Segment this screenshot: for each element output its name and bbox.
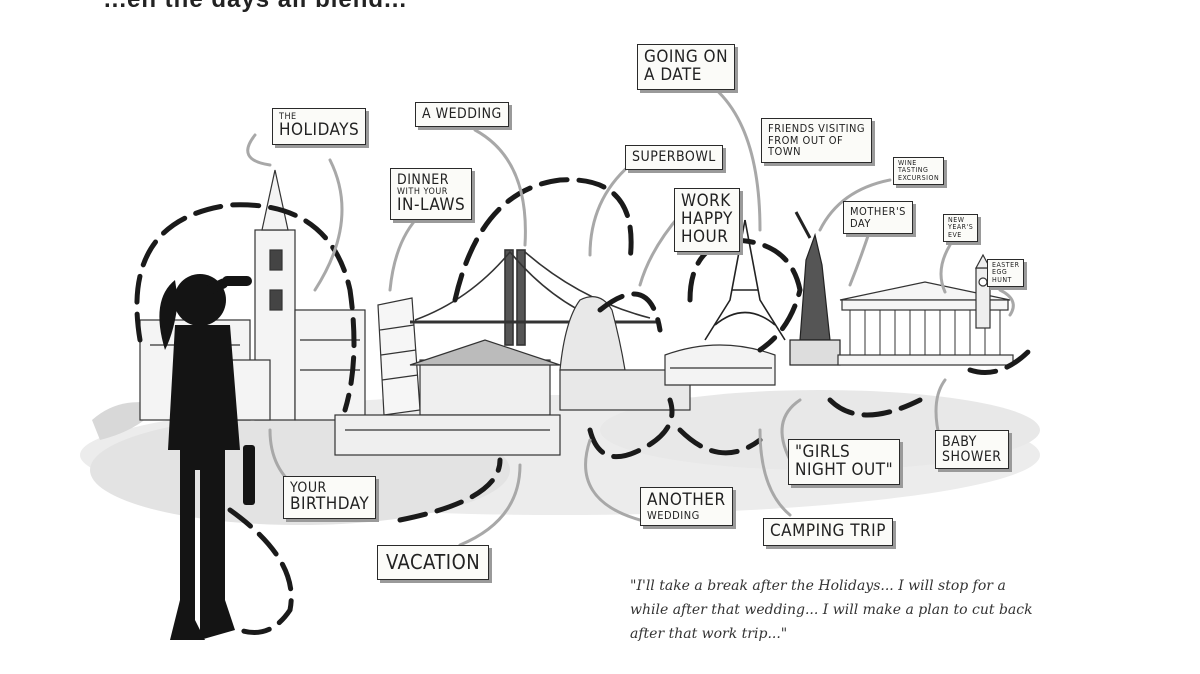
label-easter-egg-hunt-line3: HUNT <box>992 275 1012 284</box>
label-mothers-day: MOTHER'S DAY <box>843 201 913 235</box>
label-new-years-eve-line2: YEAR'S <box>948 223 974 232</box>
label-work-happy-hour-line2: HAPPY <box>681 208 733 229</box>
label-friends-visiting-line2: FROM OUT OF <box>768 133 844 147</box>
label-holidays-small: THE <box>279 112 297 122</box>
label-girls-night-out-line2: NIGHT OUT" <box>795 459 894 480</box>
label-wine-tasting-line2: TASTING <box>898 166 929 175</box>
label-holidays-big: HOLIDAYS <box>279 120 360 141</box>
label-going-on-date: GOING ON A DATE <box>637 44 736 90</box>
label-going-on-date-line1: GOING ON <box>644 47 729 67</box>
label-dinner-line2: WITH YOUR <box>397 186 448 197</box>
label-new-years-eve-line3: EVE <box>948 230 962 239</box>
label-a-wedding-text: A WEDDING <box>422 106 502 122</box>
label-another-wedding-line2: WEDDING <box>647 508 700 522</box>
label-superbowl-text: SUPERBOWL <box>632 149 716 165</box>
bridge-icon <box>410 249 660 346</box>
label-new-years-eve-line1: NEW <box>948 216 965 224</box>
label-your-birthday-line2: BIRTHDAY <box>290 493 370 514</box>
label-dinner-line1: DINNER <box>397 172 449 188</box>
label-going-on-date-line2: A DATE <box>644 64 702 85</box>
parthenon-icon <box>837 281 1014 366</box>
label-friends-visiting-line1: FRIENDS VISITING <box>768 122 866 135</box>
label-easter-egg-hunt-line2: EGG <box>992 268 1008 277</box>
label-girls-night-out-line1: "GIRLS <box>795 442 851 462</box>
label-new-years-eve: NEW YEAR'S EVE <box>943 214 979 243</box>
label-baby-shower-line2: SHOWER <box>942 448 1002 465</box>
label-a-wedding: A WEDDING <box>415 102 509 127</box>
dashed-path <box>134 177 1033 635</box>
label-work-happy-hour: WORK HAPPY HOUR <box>674 188 740 252</box>
leaning-tower-icon <box>377 297 421 416</box>
label-friends-visiting-line3: TOWN <box>768 145 802 159</box>
clock-tower-icon <box>974 253 992 329</box>
label-baby-shower-line1: BABY <box>942 434 977 450</box>
label-dinner: DINNER WITH YOUR IN-LAWS <box>390 168 473 220</box>
label-vacation-text: VACATION <box>386 550 481 574</box>
label-wine-tasting: WINE TASTING EXCURSION <box>893 157 945 186</box>
quote-text: "I'll take a break after the Holidays...… <box>630 578 1033 642</box>
label-vacation: VACATION <box>377 545 490 580</box>
label-work-happy-hour-line3: HOUR <box>681 226 729 247</box>
sphinx-icon <box>559 296 691 411</box>
label-dinner-line3: IN-LAWS <box>397 195 466 216</box>
colosseum-icon <box>664 344 776 386</box>
label-friends-visiting: FRIENDS VISITING FROM OUT OF TOWN <box>761 118 873 163</box>
label-holidays: THE HOLIDAYS <box>272 108 367 146</box>
label-mothers-day-line1: MOTHER'S <box>850 205 906 218</box>
label-wine-tasting-line1: WINE <box>898 159 917 167</box>
label-baby-shower: BABY SHOWER <box>935 430 1009 470</box>
label-wine-tasting-line3: EXCURSION <box>898 173 940 182</box>
label-work-happy-hour-line1: WORK <box>681 191 731 211</box>
eiffel-tower-icon <box>704 219 786 341</box>
statue-of-liberty-icon <box>789 211 841 366</box>
label-another-wedding-line1: ANOTHER <box>647 490 726 510</box>
label-easter-egg-hunt: EASTER EGG HUNT <box>987 259 1025 288</box>
label-mothers-day-line2: DAY <box>850 216 871 230</box>
label-your-birthday: YOUR BIRTHDAY <box>283 476 377 519</box>
pagoda-fortress <box>334 339 561 456</box>
heading-fragment: ...en the days all blend... <box>104 0 407 14</box>
label-your-birthday-line1: YOUR <box>290 480 327 496</box>
label-easter-egg-hunt-line1: EASTER <box>992 261 1020 269</box>
label-superbowl: SUPERBOWL <box>625 145 723 170</box>
label-another-wedding: ANOTHER WEDDING <box>640 487 733 527</box>
label-girls-night-out: "GIRLS NIGHT OUT" <box>788 439 901 485</box>
woman-silhouette <box>159 274 255 640</box>
label-camping-trip: CAMPING TRIP <box>763 518 893 546</box>
label-camping-trip-text: CAMPING TRIP <box>770 521 886 541</box>
